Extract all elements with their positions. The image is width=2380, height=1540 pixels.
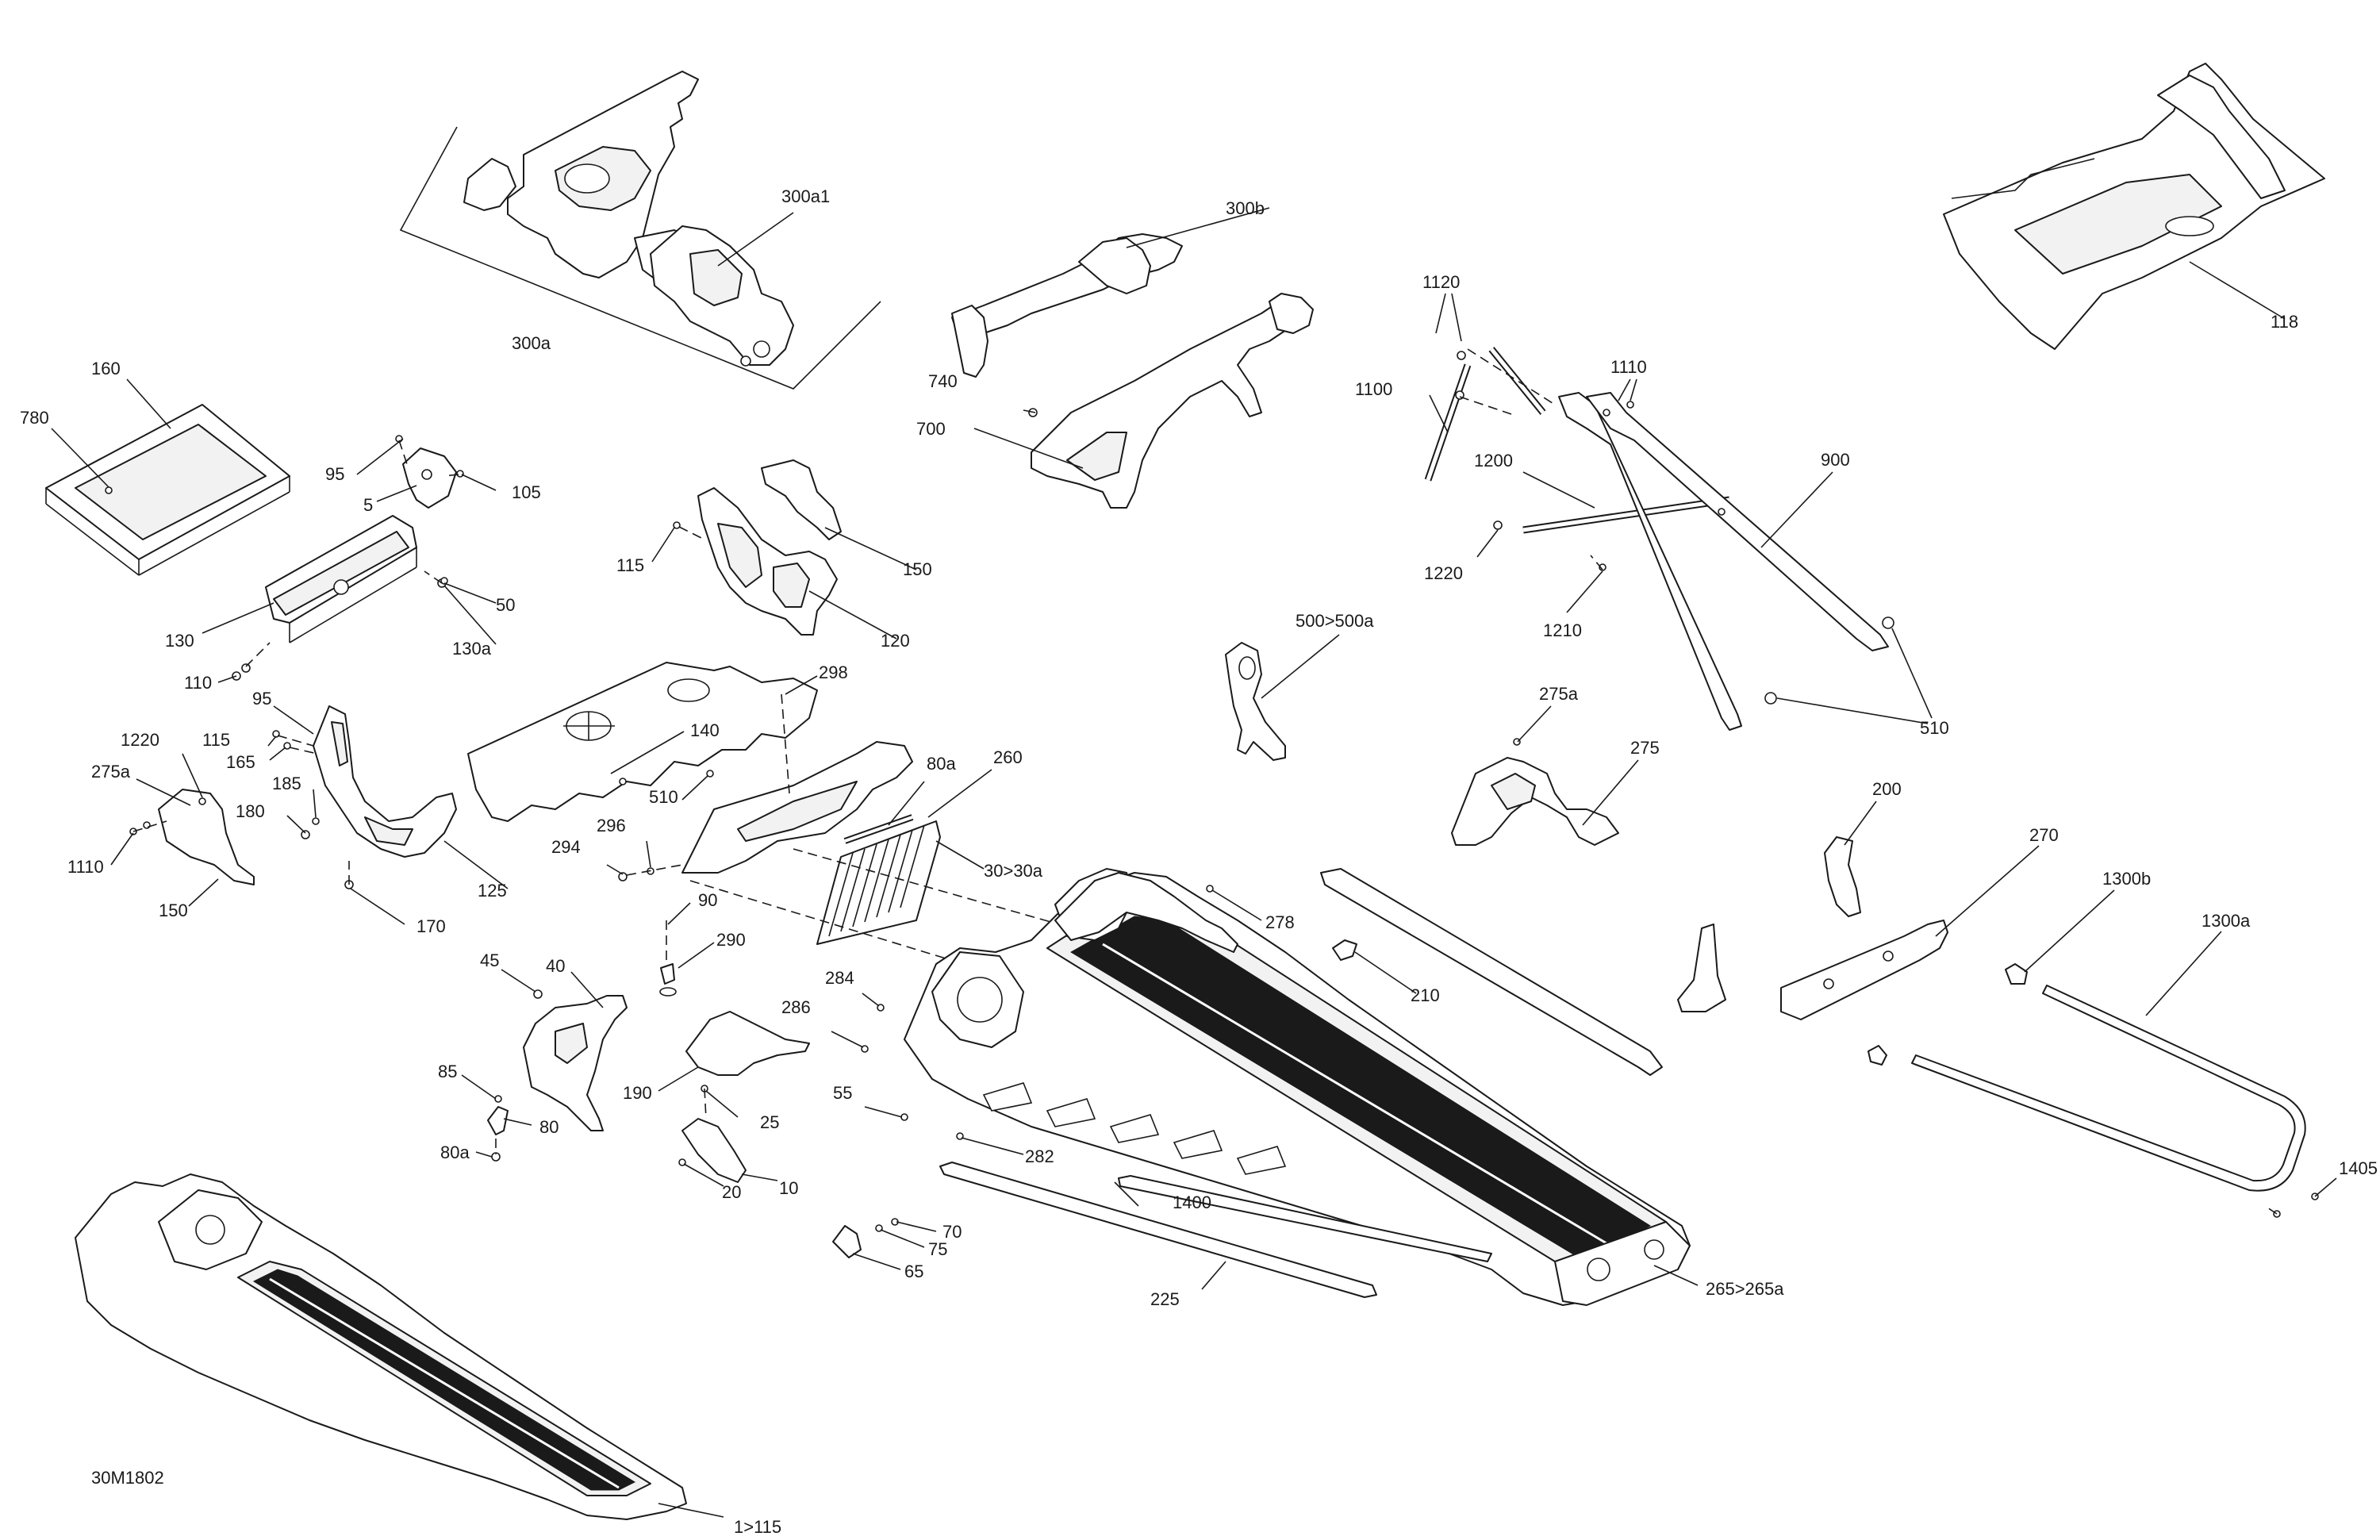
- callout-label: 210: [1411, 985, 1440, 1005]
- callout-label: 200: [1872, 779, 1902, 799]
- part-125-group: [110, 705, 509, 925]
- callout-label: 270: [2029, 825, 2059, 845]
- callout-label: 1200: [1474, 451, 1513, 470]
- callout-label: 225: [1150, 1289, 1180, 1309]
- callout-label: 75: [928, 1239, 947, 1259]
- callout-label: 50: [496, 595, 515, 615]
- callout-label: 110: [184, 673, 212, 693]
- callout-label: 95: [252, 689, 271, 709]
- callout-label: 1>115: [734, 1517, 781, 1537]
- part-500-group: [1225, 634, 1340, 761]
- callout-label: 275: [1630, 738, 1660, 758]
- callout-label: 278: [1265, 912, 1295, 932]
- callout-label: 286: [781, 997, 811, 1017]
- callout-label: 1120: [1422, 272, 1460, 292]
- callout-label: 1300b: [2102, 869, 2151, 889]
- callout-label: 150: [159, 901, 188, 920]
- callout-label: 298: [819, 662, 848, 682]
- callout-label: 190: [623, 1083, 652, 1103]
- part-rails-group: [832, 868, 1663, 1298]
- callout-label: 275a: [91, 762, 131, 782]
- part-160-780-group: [45, 378, 290, 576]
- part-118-group: [1943, 63, 2325, 350]
- part-300b-700-group: [951, 207, 1314, 509]
- callout-label: 780: [20, 408, 49, 428]
- callout-label: 260: [993, 747, 1023, 767]
- callout-label: 160: [91, 359, 121, 378]
- callout-label: 300a1: [781, 186, 830, 206]
- callout-label: 1300a: [2202, 911, 2251, 931]
- callout-label: 294: [551, 837, 581, 857]
- callout-label: 105: [512, 482, 541, 502]
- part-1-115-overview: [75, 1173, 724, 1520]
- callout-label: 90: [698, 890, 717, 910]
- callout-label: 80: [539, 1117, 559, 1137]
- callout-label: 115: [202, 730, 230, 750]
- callout-label: 180: [236, 801, 265, 821]
- callout-label: 140: [690, 720, 720, 740]
- callout-label: 1110: [67, 857, 104, 877]
- callout-label: 55: [833, 1083, 852, 1103]
- callout-label: 45: [480, 950, 499, 970]
- callout-label: 265>265a: [1706, 1279, 1784, 1299]
- part-265-tunnel: [831, 868, 1699, 1306]
- callout-label: 150: [903, 559, 932, 579]
- callout-label: 300a: [512, 333, 551, 353]
- callout-label: 40: [546, 956, 565, 976]
- callout-label: 284: [825, 968, 854, 988]
- callout-labels: 300a1 300a 300b 740 700 118 1120 1110 11…: [20, 186, 2378, 1537]
- callout-label: 95: [325, 464, 344, 484]
- callout-label: 118: [2271, 312, 2298, 332]
- part-200-270-1300-group: [1677, 801, 2337, 1218]
- callout-label: 170: [416, 916, 446, 936]
- callout-label: 130: [165, 631, 194, 651]
- callout-label: 115: [616, 555, 644, 575]
- callout-label: 1220: [121, 730, 159, 750]
- part-275-group: [1451, 705, 1639, 846]
- part-900-1100-1200-group: [1424, 293, 1933, 731]
- callout-label: 900: [1821, 450, 1850, 470]
- callout-label: 25: [760, 1112, 779, 1132]
- callout-label: 282: [1025, 1146, 1054, 1166]
- callout-label: 1210: [1543, 620, 1582, 640]
- part-300a-group: [399, 71, 881, 390]
- callout-label: 85: [438, 1062, 457, 1081]
- callout-label: 300b: [1226, 198, 1265, 218]
- part-40-190-10-group: [461, 902, 810, 1187]
- callout-label: 185: [272, 774, 301, 793]
- callout-label: 1110: [1610, 357, 1647, 377]
- callout-label: 1100: [1355, 379, 1392, 399]
- callout-label: 165: [226, 752, 255, 772]
- part-120-150-group: [651, 459, 917, 639]
- callout-label: 5: [363, 495, 373, 515]
- callout-label: 80a: [440, 1143, 470, 1162]
- document-id: 30M1802: [91, 1468, 164, 1488]
- callout-label: 120: [881, 631, 910, 651]
- callout-label: 130a: [452, 639, 492, 659]
- callout-label: 20: [722, 1182, 741, 1202]
- part-130-group: [202, 435, 497, 683]
- callout-label: 125: [478, 881, 507, 901]
- callout-label: 1400: [1173, 1192, 1211, 1212]
- callout-label: 500>500a: [1296, 611, 1374, 631]
- callout-label: 80a: [927, 754, 956, 774]
- callout-label: 510: [1920, 718, 1949, 738]
- callout-label: 275a: [1539, 684, 1579, 704]
- callout-label: 700: [916, 419, 946, 439]
- part-140-260-group: [467, 662, 1060, 993]
- callout-label: 70: [942, 1222, 962, 1242]
- callout-label: 65: [904, 1262, 923, 1281]
- callout-label: 740: [928, 371, 958, 391]
- callout-label: 1405: [2339, 1158, 2378, 1178]
- callout-label: 296: [597, 816, 626, 835]
- callout-label: 1220: [1424, 563, 1463, 583]
- tunnel-side-cutouts: [982, 1082, 1287, 1175]
- callout-label: 510: [649, 787, 678, 807]
- callout-label: 290: [716, 930, 746, 950]
- callout-label: 30>30a: [984, 861, 1043, 881]
- callout-label: 10: [779, 1178, 798, 1198]
